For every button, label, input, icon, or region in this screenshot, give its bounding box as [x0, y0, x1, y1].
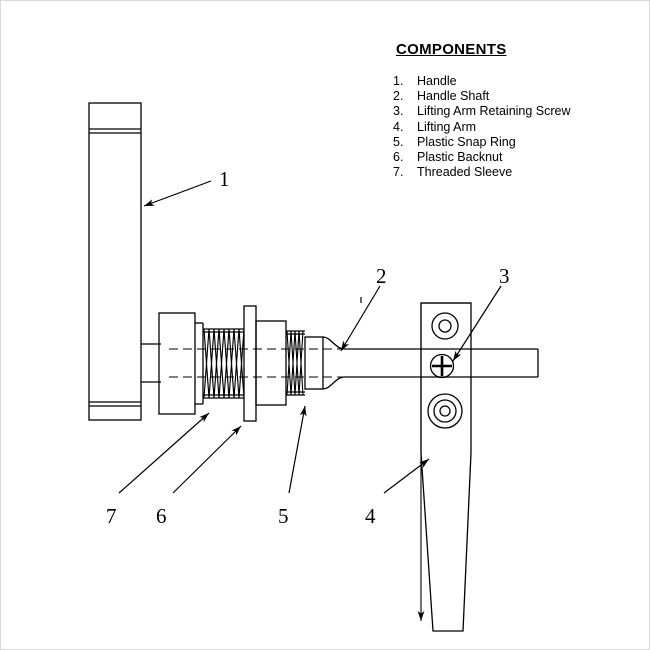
- handle-stub: [141, 343, 161, 383]
- callout-6: 6: [156, 504, 167, 528]
- callout-3: 3: [499, 264, 510, 288]
- callout-1: 1: [219, 167, 230, 191]
- legend-item-5: 5. Plastic Snap Ring: [393, 135, 623, 150]
- legend-item-6: 6. Plastic Backnut: [393, 150, 623, 165]
- legend-item-1: 1. Handle: [393, 74, 623, 89]
- legend-item-label: Lifting Arm Retaining Screw: [417, 104, 571, 119]
- legend-item-3: 3. Lifting Arm Retaining Screw: [393, 104, 623, 119]
- legend-item-label: Handle: [417, 74, 457, 88]
- legend-item-number: 2.: [393, 89, 404, 104]
- callout-7: 7: [106, 504, 117, 528]
- lifting-arm-upper-hole: [431, 312, 459, 340]
- threaded-sleeve-part: [203, 328, 245, 399]
- lifting-arm-lower-hole: [427, 393, 463, 429]
- lifting-arm-retaining-screw-part: [429, 353, 455, 379]
- legend-item-number: 3.: [393, 104, 404, 119]
- centerlines: [169, 348, 471, 378]
- callout-4: 4: [365, 504, 376, 528]
- legend-item-label: Lifting Arm: [417, 119, 477, 134]
- legend-item-2: 2. Handle Shaft: [393, 89, 623, 104]
- legend-item-label: Plastic Snap Ring: [417, 134, 516, 149]
- legend-item-number: 4.: [393, 119, 404, 134]
- legend-list: 1. Handle 2. Handle Shaft 3. Lifting Arm…: [393, 74, 623, 180]
- legend-item-4: 4. Lifting Arm: [393, 120, 623, 135]
- legend-item-number: 6.: [393, 150, 404, 165]
- components-legend: COMPONENTS 1. Handle 2. Handle Shaft 3. …: [393, 41, 623, 180]
- plastic-backnut-part: [158, 312, 204, 415]
- legend-item-label: Handle Shaft: [417, 89, 490, 104]
- plastic-snap-ring-part: [243, 305, 257, 422]
- legend-item-label: Plastic Backnut: [417, 150, 503, 165]
- handle-part: [88, 102, 142, 421]
- legend-item-number: 1.: [393, 74, 404, 88]
- callout-5: 5: [278, 504, 289, 528]
- legend-item-7: 7. Threaded Sleeve: [393, 165, 623, 180]
- legend-item-label: Threaded Sleeve: [417, 165, 513, 180]
- legend-item-number: 5.: [393, 134, 404, 149]
- legend-title: COMPONENTS: [396, 41, 507, 58]
- handle-shaft-part: [255, 320, 539, 406]
- callout-2: 2: [376, 264, 387, 288]
- legend-item-number: 7.: [393, 165, 404, 180]
- leader-lines: [118, 180, 502, 494]
- lifting-arm-part: [420, 302, 472, 632]
